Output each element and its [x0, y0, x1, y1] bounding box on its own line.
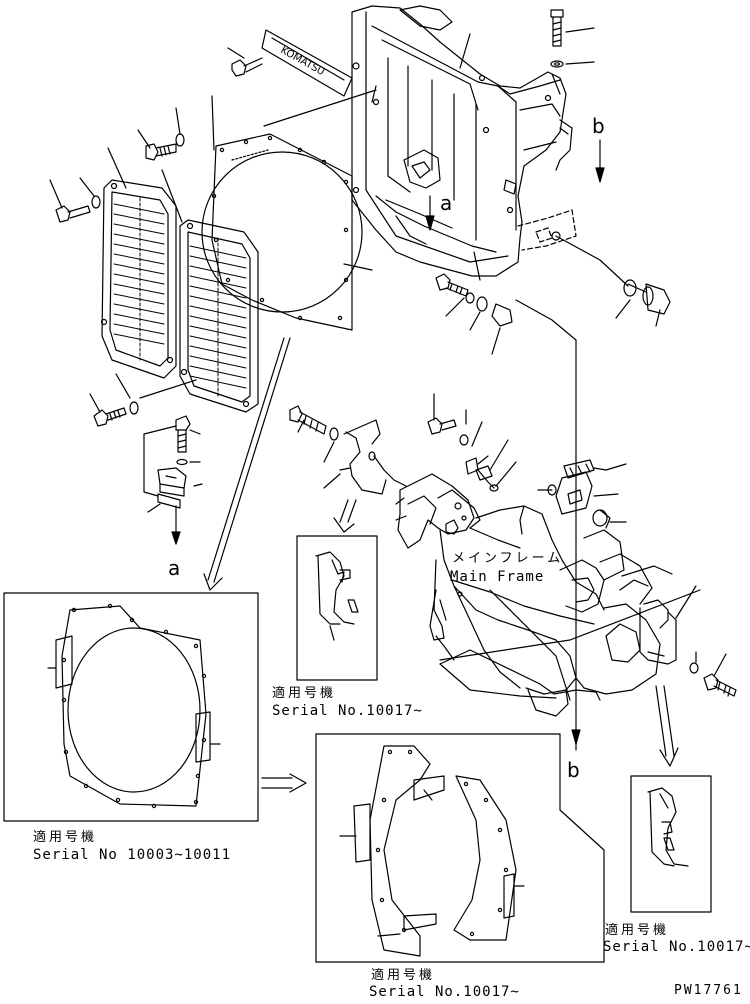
serial-small-en: Serial No.10017~: [272, 703, 423, 719]
emblem-bolt: [228, 48, 262, 76]
pipe-bracket-right: [640, 586, 736, 696]
serial-right-en: Serial No.10017~: [603, 939, 750, 955]
grille-right: [180, 220, 258, 412]
grille-left: [102, 180, 177, 378]
mount-parts: [538, 460, 626, 528]
bolt-center-upper: [428, 394, 516, 491]
callout-b-top: b: [592, 114, 605, 138]
drawing-code: PW17761: [674, 983, 743, 998]
serial-right-jp: 適用号機: [605, 923, 670, 938]
clamp-assembly: [144, 416, 202, 512]
serial-left-en: Serial No 10003~10011: [33, 847, 232, 863]
serial-center-en: Serial No.10017~: [369, 984, 520, 1000]
hidden-bracket: [518, 210, 576, 250]
detail-box-left: [4, 593, 258, 821]
emblem-plate: [262, 30, 352, 96]
top-bolt: [551, 10, 594, 67]
main-frame-drawing: [396, 474, 672, 716]
serial-small-jp: 適用号機: [272, 686, 337, 701]
callout-a-bottom: a: [168, 556, 181, 580]
bolt-frame-lower: [436, 252, 512, 354]
radiator-frame: [352, 6, 566, 276]
serial-left-jp: 適用号機: [33, 830, 98, 845]
main-frame-jp: メインフレーム: [452, 551, 564, 566]
callout-b-bottom: b: [567, 758, 580, 782]
bolt-pipe-left: [290, 406, 406, 494]
serial-center-jp: 適用号機: [371, 968, 436, 983]
bushing-right: [624, 280, 670, 314]
detail-box-right: [631, 776, 711, 912]
callout-a-top: a: [440, 191, 453, 215]
bolt-upper-left: [138, 108, 184, 160]
bolt-mid-left: [50, 178, 100, 222]
fan-shroud: [202, 90, 376, 330]
detail-box-small: [297, 536, 377, 680]
detail-box-center: [316, 734, 604, 962]
bolt-low-left: [90, 374, 196, 426]
main-frame-en: Main Frame: [450, 569, 545, 585]
